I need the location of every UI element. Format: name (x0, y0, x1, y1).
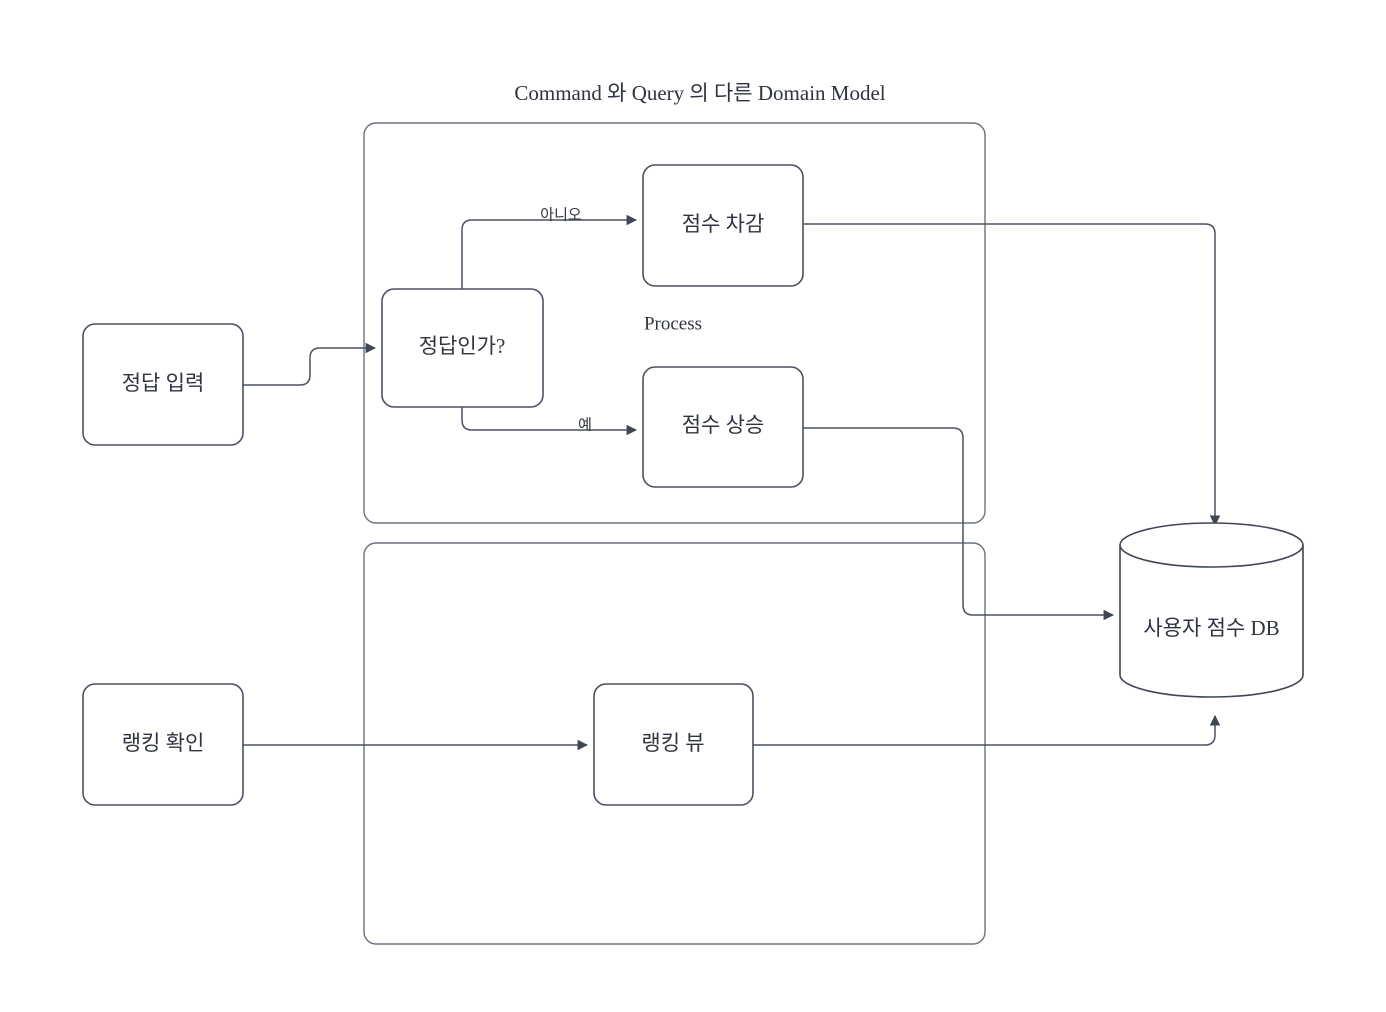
node-answer-input-box (82, 323, 244, 446)
query-group-container (363, 542, 986, 945)
node-score-decrease-label: 점수 차감 (682, 212, 765, 236)
user-score-db-top (1119, 522, 1304, 568)
edge-score-increase-to-db (803, 427, 1115, 621)
node-score-decrease-box (642, 164, 804, 287)
node-is-correct-label: 정답인가? (419, 334, 506, 358)
node-ranking-view[interactable]: 랭킹 뷰 (593, 683, 754, 806)
node-ranking-check[interactable]: 랭킹 확인 (82, 683, 244, 806)
node-score-decrease[interactable]: 점수 차감 (642, 164, 804, 287)
page-title: Command 와 Query 의 다른 Domain Model (514, 81, 885, 105)
process-label: Process (644, 313, 702, 334)
edge-score-decrease-to-db (803, 223, 1221, 527)
node-ranking-check-box (82, 683, 244, 806)
node-is-correct-box (381, 288, 544, 408)
node-answer-input-label: 정답 입력 (122, 371, 205, 395)
node-is-correct[interactable]: 정답인가? (381, 288, 544, 408)
node-score-increase-box (642, 366, 804, 488)
node-ranking-view-box (593, 683, 754, 806)
node-ranking-view-label: 랭킹 뷰 (641, 731, 704, 755)
node-user-score-db[interactable]: 사용자 점수 DB (1119, 522, 1304, 698)
node-answer-input[interactable]: 정답 입력 (82, 323, 244, 446)
node-user-score-db-label: 사용자 점수 DB (1143, 616, 1279, 640)
edge-label-no: 아니오 (540, 206, 582, 223)
user-score-db-body (1119, 545, 1304, 698)
command-group-container (363, 122, 986, 524)
edge-label-yes: 예 (578, 416, 592, 433)
edge-answer-input-to-is-correct (243, 342, 377, 386)
node-score-increase[interactable]: 점수 상승 (642, 366, 804, 488)
edge-ranking-view-to-db (753, 714, 1221, 746)
node-score-increase-label: 점수 상승 (682, 413, 765, 437)
edge-is-correct-to-score-decrease (461, 214, 638, 289)
node-ranking-check-label: 랭킹 확인 (122, 731, 205, 755)
edge-is-correct-to-score-increase (461, 407, 638, 436)
